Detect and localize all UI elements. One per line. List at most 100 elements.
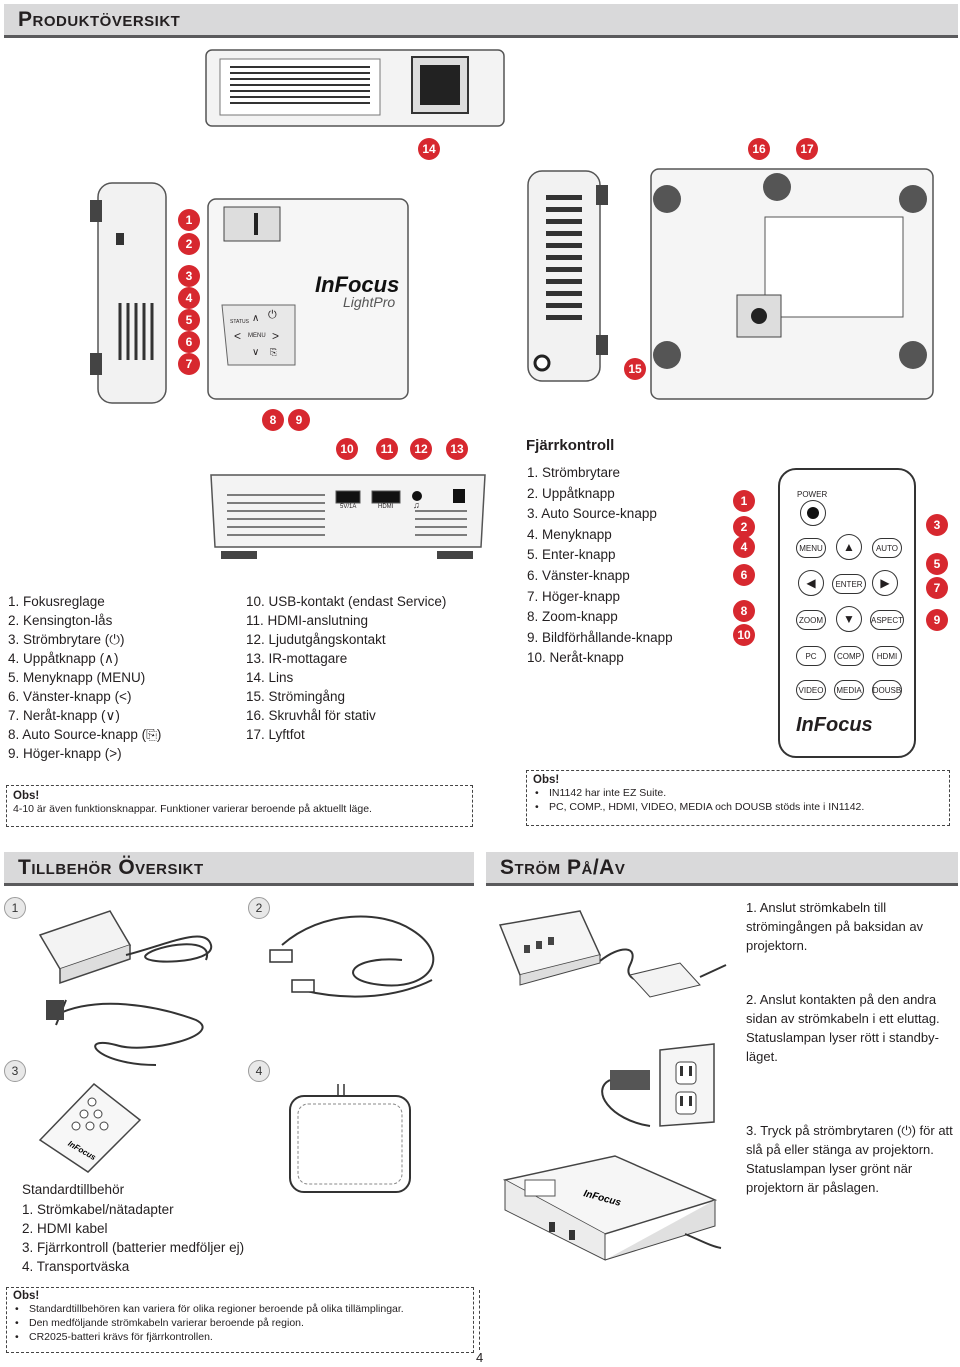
projector-bottom-view <box>650 168 934 400</box>
remote-brand-logo: InFocus <box>796 714 873 736</box>
product-parts-list-right: 10. USB-kontakt (endast Service) 11. HDM… <box>246 592 446 744</box>
headphone-icon: ♫ <box>413 500 420 510</box>
power-outlet-image <box>601 1043 715 1127</box>
list-item: 3. Auto Source-knapp <box>527 506 657 522</box>
down-key-icon[interactable]: ∨ <box>252 347 260 358</box>
hdmi-cable-image <box>269 915 435 998</box>
callout-14: 14 <box>418 138 440 160</box>
hdmi-port-label: HDMI <box>378 504 394 510</box>
list-item: 11. HDMI-anslutning <box>246 613 369 628</box>
remote-enter-button[interactable]: ENTER <box>832 574 866 594</box>
list-item: 7. Höger-knapp <box>527 588 621 604</box>
projector-rear-view <box>210 474 486 559</box>
accessory-callout-3: 3 <box>4 1060 26 1082</box>
projector-logo: InFocus LightPro <box>315 272 400 310</box>
list-item: 9. Höger-knapp (>) <box>8 746 122 761</box>
carrying-case-image <box>289 1084 411 1193</box>
section-header-product: Produktöversikt <box>4 4 958 38</box>
list-item: 7. Neråt-knapp (∨) <box>8 708 120 723</box>
remote-aspect-button[interactable]: ASPECT <box>870 610 904 630</box>
callout-9: 9 <box>288 409 310 431</box>
remote-callout-9: 9 <box>926 609 948 631</box>
list-item: 4. Transportväska <box>22 1259 130 1274</box>
power-connect-projector-image <box>498 910 727 998</box>
remote-buttons-list: 1. Strömbrytare 2. Uppåtknapp 3. Auto So… <box>527 463 673 669</box>
list-item: 4. Menyknapp <box>527 526 612 542</box>
remote-hdmi-button[interactable]: HDMI <box>872 646 902 666</box>
callout-11: 11 <box>376 438 398 460</box>
remote-note: Obs! IN1142 har inte EZ Suite. PC, COMP.… <box>526 770 950 826</box>
remote-pc-button[interactable]: PC <box>796 646 826 666</box>
remote-callout-3: 3 <box>926 514 948 536</box>
projector-top-view <box>205 49 505 127</box>
projector-side-view-left <box>90 182 167 404</box>
divider <box>479 1290 480 1350</box>
list-item: 14. Lins <box>246 670 294 685</box>
list-item: 17. Lyftfot <box>246 727 305 742</box>
callout-4: 4 <box>178 287 200 309</box>
menu-key[interactable]: MENU <box>248 333 266 339</box>
note-item: IN1142 har inte EZ Suite. <box>533 786 943 800</box>
list-item: 1. Strömbrytare <box>527 465 621 480</box>
list-item: 3. Strömbrytare (⏻) <box>8 632 125 647</box>
standard-accessories-title: Standardtillbehör <box>22 1182 125 1197</box>
remote-control-image: InFocus <box>38 1082 142 1173</box>
section-title: Produktöversikt <box>18 7 181 31</box>
remote-control: POWER MENU ▲ AUTO ◀ ENTER ▶ ZOOM ▼ ASPEC… <box>778 468 916 758</box>
note-item: PC, COMP., HDMI, VIDEO, MEDIA och DOUSB … <box>533 800 943 814</box>
product-parts-list-left: 1. Fokusreglage 2. Kensington-lås 3. Str… <box>8 592 161 763</box>
callout-3: 3 <box>178 265 200 287</box>
list-item: 6. Vänster-knapp (<) <box>8 689 132 704</box>
power-step-1: 1. Anslut strömkabeln till strömingången… <box>746 900 924 953</box>
callout-16: 16 <box>748 138 770 160</box>
list-item: 3. Fjärrkontroll (batterier medföljer ej… <box>22 1240 245 1255</box>
remote-power-label: POWER <box>797 490 828 499</box>
usb-port-label: 5V/1A <box>340 504 357 510</box>
accessory-callout-1: 1 <box>4 897 26 919</box>
power-key-icon[interactable]: ⏻ <box>268 309 277 321</box>
callout-10: 10 <box>336 438 358 460</box>
up-key-icon[interactable]: ∧ <box>252 313 260 324</box>
list-item: 16. Skruvhål för stativ <box>246 708 376 723</box>
remote-video-button[interactable]: VIDEO <box>796 680 826 700</box>
page-number: 4 <box>476 1350 484 1365</box>
callout-8: 8 <box>262 409 284 431</box>
remote-callout-10: 10 <box>733 624 755 646</box>
source-key-icon[interactable]: ⎘ <box>270 347 278 357</box>
callout-13: 13 <box>446 438 468 460</box>
remote-right-button[interactable]: ▶ <box>872 570 898 596</box>
note-title: Obs! <box>13 1290 40 1302</box>
remote-menu-button[interactable]: MENU <box>796 538 826 558</box>
remote-title: Fjärrkontroll <box>526 437 615 454</box>
list-item: 6. Vänster-knapp <box>527 567 630 583</box>
remote-down-button[interactable]: ▼ <box>836 606 862 632</box>
section-header-accessories: Tillbehör Översikt <box>4 852 474 886</box>
section-title: Ström På/Av <box>500 855 626 879</box>
remote-dousb-button[interactable]: DOUSB <box>872 680 902 700</box>
remote-callout-7: 7 <box>926 577 948 599</box>
remote-zoom-button[interactable]: ZOOM <box>796 610 826 630</box>
left-key-icon[interactable]: < <box>234 329 242 343</box>
right-key-icon[interactable]: > <box>272 329 280 343</box>
remote-callout-1: 1 <box>733 490 755 512</box>
product-note: Obs! 4-10 är även funktionsknappar. Funk… <box>6 785 473 827</box>
remote-callout-8: 8 <box>733 600 755 622</box>
callout-15: 15 <box>624 358 646 380</box>
note-item: Standardtillbehören kan variera för olik… <box>13 1302 467 1316</box>
note-title: Obs! <box>13 790 40 802</box>
remote-callout-2: 2 <box>733 516 755 538</box>
standard-accessories-list: 1. Strömkabel/nätadapter 2. HDMI kabel 3… <box>22 1200 244 1276</box>
list-item: 15. Strömingång <box>246 689 346 704</box>
remote-up-button[interactable]: ▲ <box>836 534 862 560</box>
remote-media-button[interactable]: MEDIA <box>834 680 864 700</box>
list-item: 2. Uppåtknapp <box>527 485 615 501</box>
list-item: 2. Kensington-lås <box>8 613 113 628</box>
remote-auto-button[interactable]: AUTO <box>872 538 902 558</box>
list-item: 4. Uppåtknapp (∧) <box>8 651 119 666</box>
callout-1: 1 <box>178 209 200 231</box>
remote-left-button[interactable]: ◀ <box>798 570 824 596</box>
remote-power-button[interactable] <box>800 500 826 526</box>
remote-comp-button[interactable]: COMP <box>834 646 864 666</box>
status-label: STATUS <box>230 319 249 325</box>
list-item: 5. Enter-knapp <box>527 547 616 563</box>
